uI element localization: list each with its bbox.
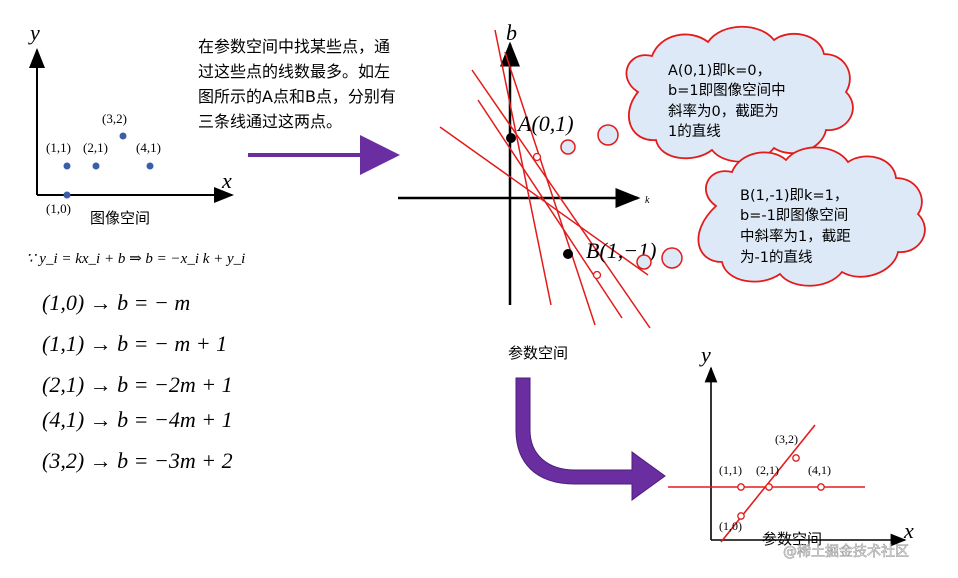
image-point-label-2-1: (2,1) (83, 140, 108, 155)
description-line-1: 在参数空间中找某些点，通 (198, 37, 390, 56)
cloud-a-line-2: b=1即图像空间中 (668, 82, 786, 99)
description-line-4: 三条线通过这两点。 (198, 112, 342, 131)
formula-row-5: (3,2) → b = −3m + 2 (42, 448, 233, 473)
formula-row-2: (1,1) → b = − m + 1 (42, 331, 227, 356)
param-open-point-1 (532, 152, 542, 162)
formula-row-1: (1,0) → b = − m (42, 290, 190, 315)
cloud-a-line-4: 1的直线 (668, 123, 721, 140)
description-text: 在参数空间中找某些点，通 过这些点的线数最多。如左 图所示的A点和B点，分别有 … (198, 37, 396, 131)
image-point-label-4-1: (4,1) (136, 140, 161, 155)
result-point-label-3-2: (3,2) (775, 432, 798, 446)
cloud-a-line-1: A(0,1)即k=0， (668, 63, 771, 79)
cloud-a-line-3: 斜率为0，截距为 (668, 103, 779, 120)
result-point-1-0 (737, 512, 745, 520)
param-line-5 (439, 126, 649, 276)
result-point-label-2-1: (2,1) (756, 463, 779, 477)
cloud-a-callout: A(0,1)即k=0， b=1即图像空间中 斜率为0，截距为 1的直线 (560, 25, 854, 163)
result-y-label: y (699, 342, 711, 367)
cloud-b-bubble-small (636, 254, 652, 270)
result-space-plot: y x (3,2) (1,1) (2,1) (4,1) (1,0) 参数空间 (668, 342, 914, 548)
image-point-4-1 (146, 162, 154, 170)
image-space-y-label: y (28, 20, 40, 45)
result-point-label-4-1: (4,1) (808, 463, 831, 477)
image-point-2-1 (92, 162, 100, 170)
curved-arrow-body (515, 377, 666, 501)
image-space-x-label: x (221, 168, 232, 193)
image-point-1-1 (63, 162, 71, 170)
image-point-3-2 (119, 132, 127, 140)
image-point-label-1-1: (1,1) (46, 140, 71, 155)
watermark: @稀土掘金技术社区 (783, 544, 909, 560)
cloud-a-bubble-small (560, 139, 576, 155)
cloud-b-line-1: B(1,-1)即k=1， (740, 188, 848, 204)
result-point-1-1 (737, 483, 745, 491)
image-space-plot: y x (1,1) (2,1) (3,2) (4,1) (1,0) 图像空间 (28, 20, 234, 227)
result-point-3-2 (792, 454, 800, 462)
formula-row-4: (4,1) → b = −4m + 1 (42, 407, 233, 432)
cloud-b-line-4: 为-1的直线 (740, 249, 812, 266)
point-a-marker (506, 133, 516, 143)
image-point-label-1-0: (1,0) (46, 201, 71, 216)
result-point-2-1 (765, 483, 773, 491)
formula-row-3: (2,1) → b = −2m + 1 (42, 372, 233, 397)
image-point-1-0 (63, 191, 71, 199)
param-line-2 (504, 51, 596, 326)
image-point-label-3-2: (3,2) (102, 111, 127, 126)
result-x-label: x (903, 518, 914, 543)
cloud-b-line-2: b=-1即图像空间 (740, 207, 848, 224)
cloud-b-shape (697, 146, 926, 287)
param-line-3 (471, 69, 651, 329)
result-point-4-1 (817, 483, 825, 491)
param-line-4 (477, 99, 623, 319)
cloud-a-shape (625, 25, 854, 163)
param-space-caption: 参数空间 (508, 344, 568, 362)
cloud-b-bubble-medium (661, 247, 683, 269)
point-a-label: A(0,1) (516, 111, 574, 136)
result-point-label-1-0: (1,0) (719, 519, 742, 533)
cloud-b-line-3: 中斜率为1，截距 (740, 228, 851, 245)
description-line-3: 图所示的A点和B点，分别有 (198, 87, 396, 106)
parameter-space-plot: b k A(0,1) B(1,−1) 参数空间 (398, 20, 656, 362)
cloud-b-callout: B(1,-1)即k=1， b=-1即图像空间 中斜率为1，截距 为-1的直线 (636, 146, 926, 287)
image-space-caption: 图像空间 (90, 209, 150, 227)
point-b-marker (563, 249, 573, 259)
result-space-caption: 参数空间 (762, 530, 822, 548)
result-point-label-1-1: (1,1) (719, 463, 742, 477)
description-line-2: 过这些点的线数最多。如左 (198, 62, 390, 81)
param-k-label: k (645, 195, 650, 206)
param-open-point-2 (592, 270, 602, 280)
formula-block: ∵ y_i = kx_i + b ⇒ b = −x_i k + y_i (1,0… (26, 251, 245, 473)
cloud-a-bubble-medium (597, 124, 619, 146)
param-b-label: b (506, 20, 517, 45)
curved-arrow (515, 377, 666, 501)
formula-main: ∵ y_i = kx_i + b ⇒ b = −x_i k + y_i (26, 251, 245, 267)
